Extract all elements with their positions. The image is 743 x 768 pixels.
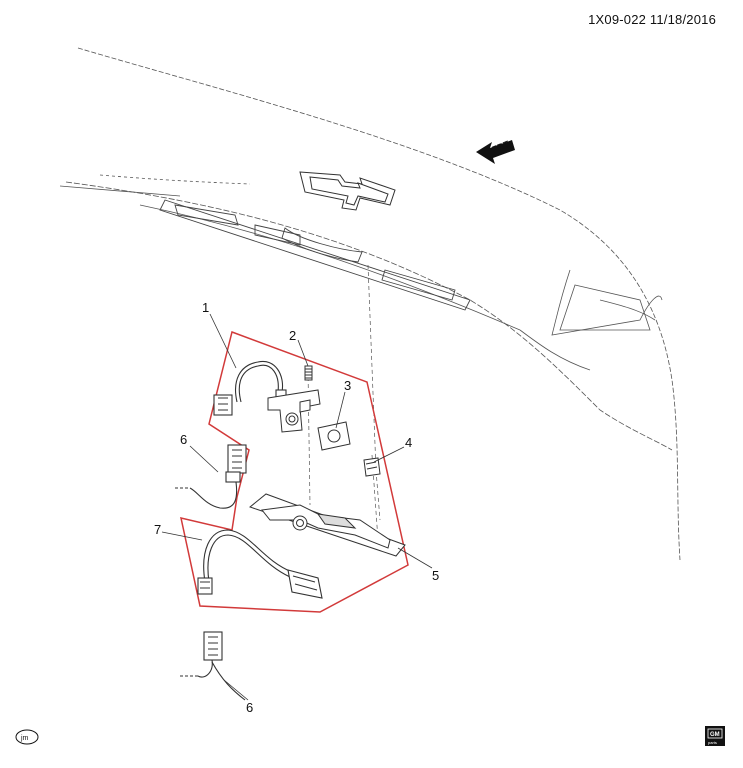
callout-5: 5 [432, 568, 439, 583]
tailgate-trim [159, 199, 471, 311]
leader-lines [161, 313, 433, 701]
callout-6-upper: 6 [180, 432, 187, 447]
diagram-code: 1X09-022 11/18/2016 [588, 12, 716, 27]
camera-assembly-part-5 [248, 493, 406, 557]
body-outline [59, 47, 681, 561]
camera-bracket [267, 389, 321, 433]
callout-1: 1 [202, 300, 209, 315]
bowtie-emblem [299, 171, 396, 211]
callout-3: 3 [344, 378, 351, 393]
seal-part-3 [317, 421, 351, 451]
jm-badge-label: jm [20, 735, 29, 742]
highlight-outline [180, 331, 409, 613]
callout-7: 7 [154, 522, 161, 537]
harness-part-7 [197, 529, 323, 599]
front-direction-marker: FRT [476, 139, 515, 164]
arrow-left-icon [476, 140, 515, 164]
jm-badge: jm [15, 729, 39, 745]
pigtail-part-6-upper [175, 444, 247, 509]
clip-part-4 [363, 457, 381, 477]
screw-part-2 [304, 365, 313, 381]
callout-4: 4 [405, 435, 412, 450]
callout-6-lower: 6 [246, 700, 253, 715]
gm-logo-text: GM [710, 732, 720, 738]
callout-2: 2 [289, 328, 296, 343]
pigtail-part-6-lower [180, 631, 246, 701]
gm-logo-subtext: parts [708, 740, 717, 745]
gm-logo: GM parts [705, 726, 725, 746]
